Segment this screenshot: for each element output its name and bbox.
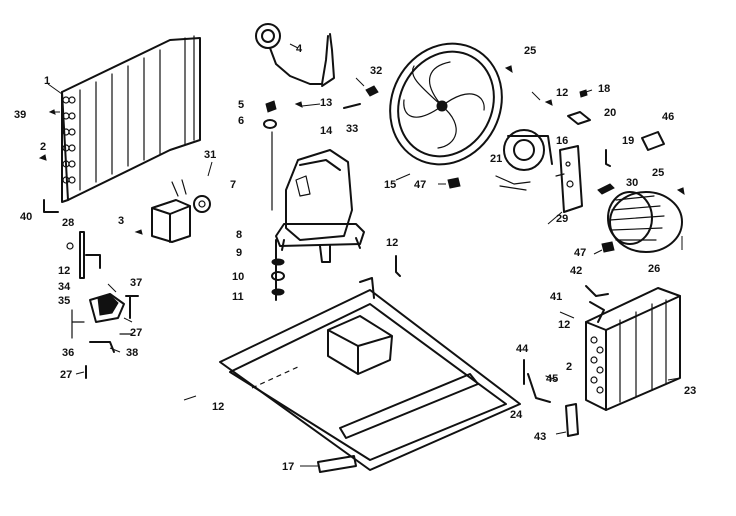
callout-2-coil: 2 bbox=[566, 361, 572, 373]
callout-37: 37 bbox=[130, 277, 142, 289]
coil-tube-ends bbox=[62, 96, 76, 184]
callout-44: 44 bbox=[516, 343, 529, 355]
screw-19 bbox=[605, 149, 611, 167]
callout-26: 26 bbox=[648, 263, 660, 275]
screw-25-right bbox=[676, 187, 685, 196]
nut-32 bbox=[365, 85, 379, 97]
callout-34: 34 bbox=[58, 281, 71, 293]
bracket-46 bbox=[641, 131, 665, 151]
callout-1: 1 bbox=[44, 75, 50, 87]
callout-24: 24 bbox=[510, 409, 523, 421]
callout-9: 9 bbox=[236, 247, 242, 259]
callout-12-base: 12 bbox=[212, 401, 224, 413]
bracket-43 bbox=[565, 403, 579, 437]
screw-13 bbox=[294, 101, 303, 108]
callout-13: 13 bbox=[320, 97, 332, 109]
callout-labels: 1 2 39 40 28 12 34 35 37 27 36 38 27 3 3… bbox=[14, 43, 696, 473]
screw-45 bbox=[545, 375, 557, 381]
spacer-47-right bbox=[601, 241, 615, 253]
callout-18: 18 bbox=[598, 83, 610, 95]
capacitor-bracket-assembly bbox=[66, 231, 139, 379]
motor-mount-bracket bbox=[555, 145, 583, 213]
callout-27-lower: 27 bbox=[60, 369, 72, 381]
control-box bbox=[151, 199, 191, 243]
callout-47-left: 47 bbox=[414, 179, 426, 191]
callout-23: 23 bbox=[684, 385, 696, 397]
callout-21: 21 bbox=[490, 153, 502, 165]
callout-12-top-right: 12 bbox=[556, 87, 568, 99]
blower-wheel bbox=[597, 183, 683, 253]
callout-7: 7 bbox=[230, 179, 236, 191]
screw-33 bbox=[343, 103, 361, 109]
refrigerant-tube bbox=[255, 23, 335, 87]
callout-11: 11 bbox=[232, 291, 244, 303]
callout-12-compressor: 12 bbox=[386, 237, 398, 249]
clip-18 bbox=[579, 89, 588, 98]
drain-tube-17 bbox=[317, 455, 357, 473]
base-pan bbox=[219, 277, 521, 471]
evaporator-coil bbox=[585, 287, 681, 411]
callout-42: 42 bbox=[570, 265, 582, 277]
clip-42 bbox=[585, 285, 609, 297]
callout-19: 19 bbox=[622, 135, 634, 147]
callout-29: 29 bbox=[556, 213, 568, 225]
callout-10: 10 bbox=[232, 271, 244, 283]
spacer-47-left bbox=[447, 177, 461, 189]
callout-36: 36 bbox=[62, 347, 74, 359]
bracket-41 bbox=[589, 301, 605, 323]
callout-6: 6 bbox=[238, 115, 244, 127]
callout-4: 4 bbox=[296, 43, 303, 55]
clip-20 bbox=[567, 111, 591, 125]
callout-28: 28 bbox=[62, 217, 74, 229]
callout-43: 43 bbox=[534, 431, 546, 443]
callout-35: 35 bbox=[58, 295, 70, 307]
callout-12-coil: 12 bbox=[558, 319, 570, 331]
tube-24 bbox=[527, 373, 551, 403]
callout-16: 16 bbox=[556, 135, 568, 147]
callout-3: 3 bbox=[118, 215, 124, 227]
bracket-40 bbox=[43, 199, 59, 213]
screw-25-top bbox=[504, 65, 513, 74]
callout-25-right: 25 bbox=[652, 167, 664, 179]
callout-20: 20 bbox=[604, 107, 616, 119]
screw-12-right bbox=[544, 99, 553, 106]
callout-39: 39 bbox=[14, 109, 26, 121]
compressor bbox=[275, 149, 365, 263]
callout-17: 17 bbox=[282, 461, 294, 473]
callout-33: 33 bbox=[346, 123, 358, 135]
callout-8: 8 bbox=[236, 229, 242, 241]
callout-41: 41 bbox=[550, 291, 562, 303]
leader-lines bbox=[47, 43, 681, 467]
callout-40: 40 bbox=[20, 211, 32, 223]
callout-5: 5 bbox=[238, 99, 244, 111]
fan-shroud bbox=[389, 42, 503, 166]
callout-45: 45 bbox=[546, 373, 558, 385]
callout-46: 46 bbox=[662, 111, 674, 123]
callout-32: 32 bbox=[370, 65, 382, 77]
fan-motor bbox=[495, 129, 553, 191]
callout-27-upper: 27 bbox=[130, 327, 142, 339]
condenser-coil bbox=[61, 35, 201, 203]
arrow-12-base bbox=[183, 395, 197, 401]
callout-38: 38 bbox=[126, 347, 138, 359]
callout-14: 14 bbox=[320, 125, 333, 137]
screw-3 bbox=[134, 229, 143, 235]
callout-2: 2 bbox=[40, 141, 46, 153]
callout-30: 30 bbox=[626, 177, 638, 189]
callout-31: 31 bbox=[204, 149, 216, 161]
callout-25-top: 25 bbox=[524, 45, 536, 57]
callout-12-left: 12 bbox=[58, 265, 70, 277]
screw-12-top bbox=[395, 255, 401, 277]
compressor-mount-parts bbox=[263, 100, 285, 301]
screw-2 bbox=[38, 154, 47, 161]
thermostat bbox=[171, 179, 211, 213]
callout-47-right: 47 bbox=[574, 247, 586, 259]
callout-15: 15 bbox=[384, 179, 396, 191]
